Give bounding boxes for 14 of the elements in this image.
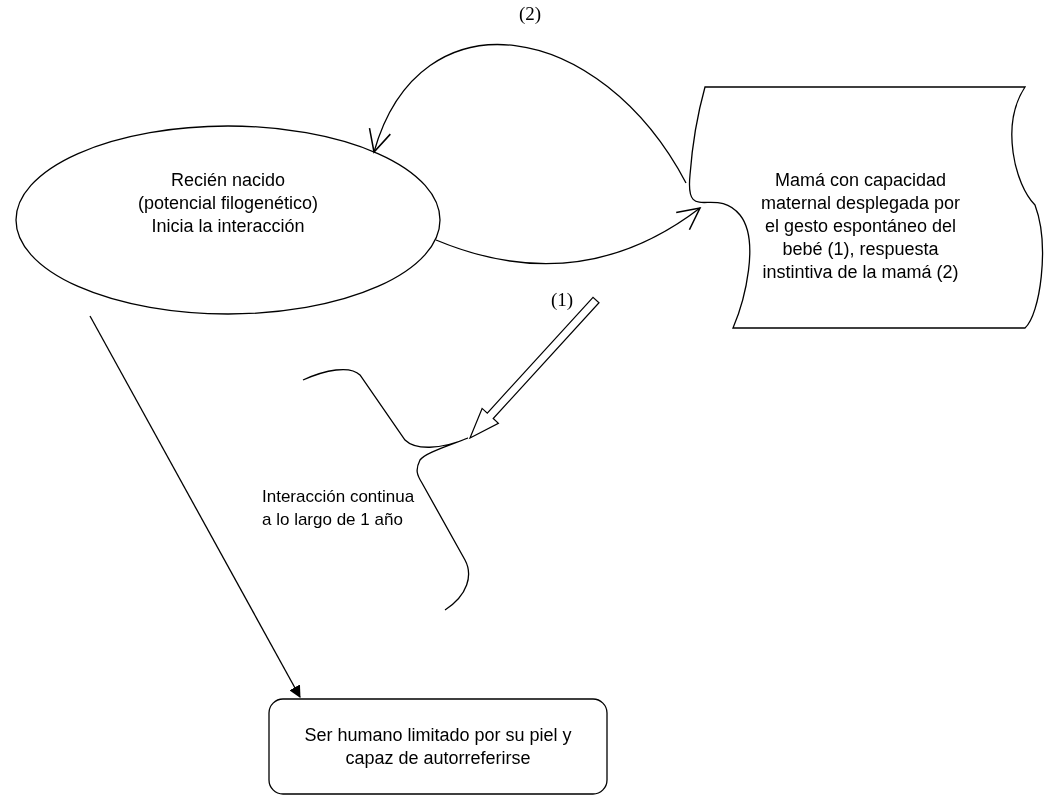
node-text: (potencial filogenético) <box>137 192 319 215</box>
rounded-box <box>268 698 608 795</box>
arrow <box>89 315 301 698</box>
ellipse-node <box>15 125 441 315</box>
node-text: Interacción continua a lo largo de 1 año <box>262 486 416 531</box>
hollow-arrow <box>468 296 600 440</box>
arrow <box>435 207 701 265</box>
node-text: Mamá con capacidad maternal desplegada por el gesto espontáneo del bebé (1), respuesta instintiva de la mamá (2) <box>759 169 962 284</box>
arrow <box>370 44 687 184</box>
node-text: Recién nacido <box>170 169 286 192</box>
node-text: Ser humano limitado por su piel y capaz de autorreferirse <box>303 723 573 770</box>
node-text: Inicia la interacción <box>151 215 305 238</box>
edge-label: (1) <box>549 290 575 310</box>
edge-label: (2) <box>517 4 543 24</box>
